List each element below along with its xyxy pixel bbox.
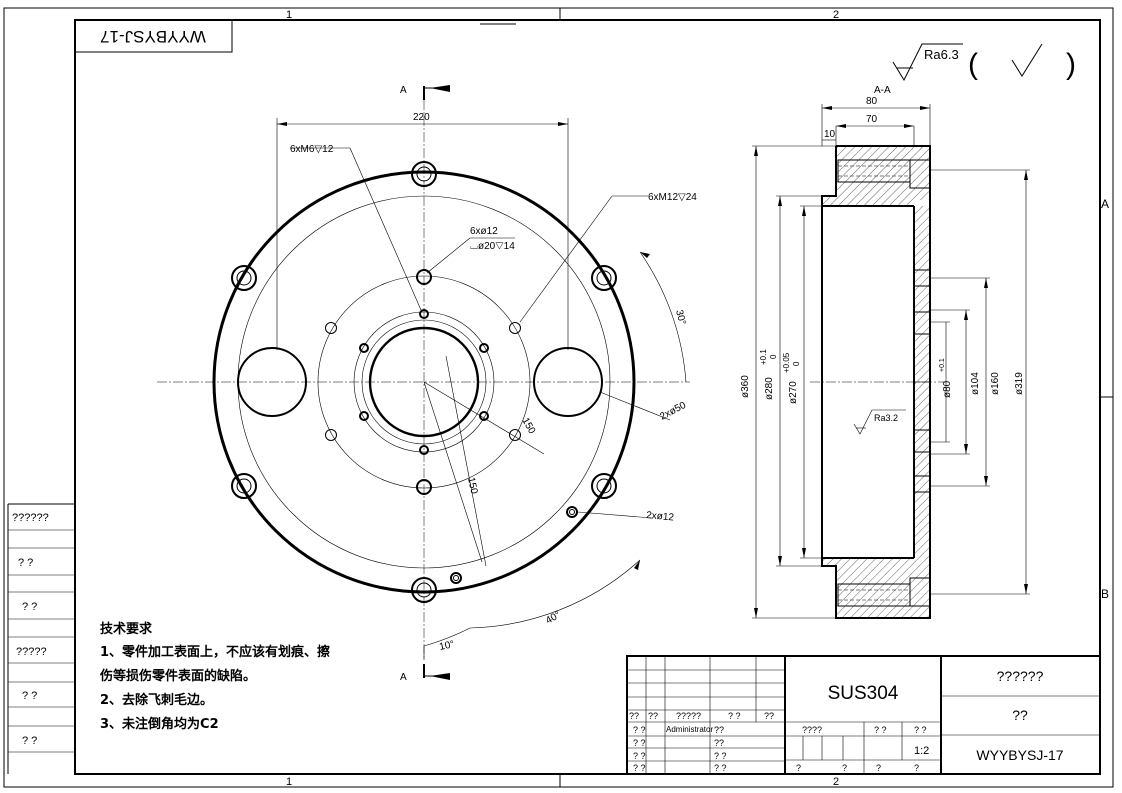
tb-cell-m2: ? ?	[714, 763, 727, 773]
zone-right-A: A	[1101, 197, 1109, 211]
section-mark-bottom: A	[400, 672, 407, 683]
tb-cell-m: ? ?	[633, 763, 646, 773]
strip-cell-4: ?????	[16, 646, 47, 658]
tb-cell-n: ?	[796, 763, 801, 773]
dim-2xd12: 2xø12	[646, 510, 675, 523]
dim-r150-a: 150	[519, 416, 537, 436]
mid-circle-holes	[325, 269, 521, 495]
tb-cell-l: ? ?	[714, 751, 727, 761]
outer-tapped-holes	[231, 161, 617, 603]
dim-r150-b: 150	[465, 476, 479, 495]
outer-circle	[212, 170, 636, 594]
svg-text:WYYBYSJ-17: WYYBYSJ-17	[100, 27, 206, 46]
section-mark-top: A	[400, 85, 407, 96]
bolt-circle-mid	[317, 275, 531, 489]
check-mark	[1011, 43, 1043, 77]
paren-open: (	[968, 48, 978, 81]
tb-cell-g: ? ?	[633, 738, 646, 748]
tb-cell-p: ?	[876, 763, 881, 773]
dim-d-bore-tol: +0.1	[939, 358, 946, 372]
strip-cell-6: ? ?	[22, 735, 37, 747]
zone-top-2: 2	[833, 9, 839, 21]
tb-cell-c: ?????	[676, 711, 701, 721]
dim-40deg: 40°	[544, 610, 563, 627]
tb-author: Administrator	[666, 725, 713, 734]
dim-d-bore: ø80	[942, 380, 953, 398]
left-strip: ?????? ? ? ? ? ????? ? ? ? ?	[7, 503, 75, 774]
dim-220: 220	[413, 112, 430, 123]
zone-bottom-1: 1	[286, 776, 292, 788]
dim-w70: 70	[866, 114, 878, 125]
tb-cell-r: ?	[914, 763, 919, 773]
roughness-inner: Ra3.2	[874, 413, 898, 423]
tb-cell-e: ??	[764, 711, 774, 721]
drawing-code-box	[74, 19, 233, 53]
section-view: A-A 80	[740, 85, 1030, 619]
central-bore-chamfer	[361, 319, 487, 445]
technical-notes: 技术要求 1、零件加工表面上，不应该有划痕、擦 伤等损伤零件表面的缺陷。 2、去…	[99, 621, 330, 732]
part-name: ??????	[997, 668, 1044, 684]
zone-bottom-2: 2	[833, 776, 839, 788]
strip-cell-5: ? ?	[22, 690, 37, 702]
dim-d280-tol-up: +0.1	[759, 349, 768, 365]
dim-w10: 10	[824, 129, 836, 140]
dim-w80: 80	[866, 96, 878, 107]
notes-line1: 1、零件加工表面上，不应该有划痕、擦	[100, 644, 330, 660]
tb-cell-k: ????	[802, 725, 822, 735]
dim-d270-tol-lo: 0	[792, 361, 801, 366]
dim-6xM12: 6xM12▽24	[648, 192, 697, 203]
dim-10deg: 10°	[438, 639, 455, 653]
zone-right-B: B	[1101, 587, 1109, 601]
tb-cell-d: ? ?	[728, 711, 741, 721]
tb-cell-m3: ? ?	[914, 725, 927, 735]
dim-d280: ø280	[764, 377, 775, 400]
paren-close: )	[1066, 48, 1076, 81]
strip-cell-1: ??????	[12, 512, 49, 524]
dim-d280-tol-lo: 0	[769, 354, 778, 359]
zone-top-1: 1	[286, 9, 292, 21]
tb-cell-a: ??	[629, 711, 639, 721]
dim-d270: ø270	[788, 381, 799, 404]
strip-cell-3: ? ?	[22, 601, 37, 613]
tb-cell-l2: ? ?	[874, 725, 887, 735]
central-bore	[368, 326, 480, 438]
notes-heading: 技术要求	[100, 621, 153, 637]
dim-d160: ø160	[990, 372, 1001, 395]
section-title: A-A	[874, 85, 891, 96]
pin-holes	[450, 506, 578, 584]
tb-cell-o: ?	[842, 763, 847, 773]
company: ??	[1012, 707, 1028, 723]
dim-cbore20: ⌴ø20▽14	[470, 241, 515, 252]
dim-6xM6: 6xM6▽12	[290, 144, 334, 155]
inner-circle-holes	[359, 309, 489, 455]
notes-line3: 3、未注倒角均为C2	[100, 716, 219, 732]
drawing-code-mirrored: WYYBYSJ-17	[100, 27, 206, 46]
side-hole-left	[237, 347, 307, 417]
dim-d104: ø104	[970, 372, 981, 395]
drawing-number: WYYBYSJ-17	[976, 747, 1063, 763]
strip-cell-2: ? ?	[18, 557, 33, 569]
front-view: A A 220 6xM6▽12 6xM12▽24 6xø12 ⌴ø20▽14 3…	[157, 85, 697, 683]
roughness-general: Ra6.3 ( )	[892, 43, 1076, 82]
dim-d319: ø319	[1014, 372, 1025, 395]
svg-text:Ra6.3: Ra6.3	[924, 47, 959, 62]
tb-cell-h: ? ?	[633, 751, 646, 761]
tb-cell-i: ??	[714, 725, 724, 735]
bolt-circle-inner	[353, 311, 495, 453]
dim-2xd50: 2xø50	[658, 400, 688, 423]
dim-d270-tol-up: +0.05	[782, 352, 791, 373]
notes-line2: 2、去除飞刺毛边。	[100, 692, 213, 708]
notes-line1b: 伤等损伤零件表面的缺陷。	[99, 668, 256, 684]
title-block: SUS304 ?????? ?? WYYBYSJ-17 1:2 ?? ?? ??…	[626, 655, 1101, 775]
scale: 1:2	[914, 745, 929, 757]
dim-d360: ø360	[740, 375, 751, 398]
dim-30deg: 30°	[673, 309, 688, 326]
material: SUS304	[828, 683, 899, 704]
dim-6xd12: 6xø12	[470, 226, 498, 237]
tb-cell-j: ??	[714, 738, 724, 748]
tb-cell-b: ??	[648, 711, 658, 721]
tb-cell-f: ? ?	[633, 725, 646, 735]
